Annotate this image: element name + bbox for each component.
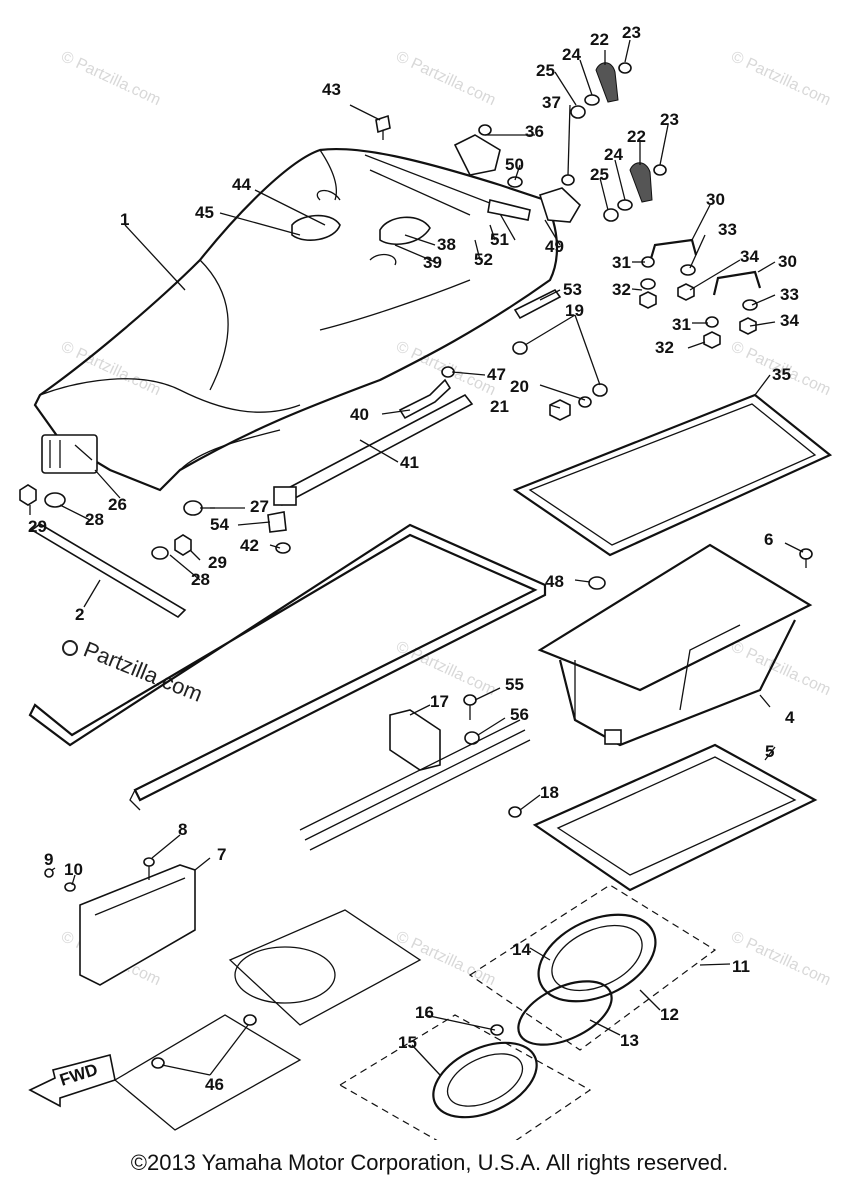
gasket-part (512, 393, 833, 557)
deck-rail-part (28, 523, 547, 811)
part-label-35: 35 (772, 365, 791, 384)
part-label-26: 26 (108, 495, 127, 514)
part-label-41: 41 (400, 453, 419, 472)
part-label-44: 44 (232, 175, 251, 194)
copyright-notice: ©2013 Yamaha Motor Corporation, U.S.A. A… (130, 1150, 729, 1175)
part-label-51: 51 (490, 230, 509, 249)
part-label-6: 6 (764, 530, 773, 549)
part-label-24a: 24 (562, 45, 581, 64)
part-label-5: 5 (765, 742, 774, 761)
watermark-text: © Partzilla.com (393, 638, 498, 699)
rod-part (30, 523, 187, 619)
part-label-17: 17 (430, 692, 449, 711)
tub-gasket-part (532, 743, 818, 892)
mount-bracket-part (299, 694, 531, 851)
part-label-32a: 32 (612, 280, 631, 299)
part-label-20: 20 (510, 377, 529, 396)
watermark-text: © Partzilla.com (58, 48, 163, 109)
part-label-16: 16 (415, 1003, 434, 1022)
part-label-28a: 28 (85, 510, 104, 529)
partzilla-watermark: Partzilla.com (80, 636, 206, 706)
part-label-34b: 34 (780, 311, 799, 330)
watermark-text: © Partzilla.com (728, 48, 833, 109)
nut-hardware (19, 484, 192, 560)
part-label-18: 18 (540, 783, 559, 802)
cover-bracket-part (44, 857, 196, 986)
part-label-49: 49 (545, 237, 564, 256)
part-label-23a: 23 (622, 23, 641, 42)
part-label-21: 21 (490, 397, 509, 416)
part-label-43: 43 (322, 80, 341, 99)
part-label-56: 56 (510, 705, 529, 724)
part-label-47: 47 (487, 365, 506, 384)
part-label-13: 13 (620, 1031, 639, 1050)
part-label-25b: 25 (590, 165, 609, 184)
part-label-55: 55 (505, 675, 524, 694)
part-label-14: 14 (512, 940, 531, 959)
part-label-29a: 29 (28, 517, 47, 536)
part-label-33b: 33 (780, 285, 799, 304)
part-label-9: 9 (44, 850, 53, 869)
part-label-27: 27 (250, 497, 269, 516)
decal-part (113, 909, 422, 1131)
part-label-15: 15 (398, 1033, 417, 1052)
part-label-24b: 24 (604, 145, 623, 164)
part-label-30b: 30 (778, 252, 797, 271)
part-label-23b: 23 (660, 110, 679, 129)
part-label-8: 8 (178, 820, 187, 839)
part-label-52: 52 (474, 250, 493, 269)
part-label-31a: 31 (612, 253, 631, 272)
hatch-cover-part (338, 884, 717, 1140)
prop-arm-part (267, 366, 474, 533)
part-label-53: 53 (563, 280, 582, 299)
bracket-part (453, 124, 582, 223)
part-label-25a: 25 (536, 61, 555, 80)
part-label-36: 36 (525, 122, 544, 141)
part-label-10: 10 (64, 860, 83, 879)
part-label-33a: 33 (718, 220, 737, 239)
part-label-4: 4 (785, 708, 795, 727)
part-label-40: 40 (350, 405, 369, 424)
watermark-text: © Partzilla.com (393, 928, 498, 989)
part-label-12: 12 (660, 1005, 679, 1024)
part-label-22b: 22 (627, 127, 646, 146)
latch-part (291, 189, 431, 266)
part-label-2: 2 (75, 605, 84, 624)
part-label-38: 38 (437, 235, 456, 254)
part-label-7: 7 (217, 845, 226, 864)
part-label-54: 54 (210, 515, 229, 534)
storage-tub-part (537, 543, 813, 747)
part-label-48: 48 (545, 572, 564, 591)
parts-diagram: © Partzilla.com © Partzilla.com © Partzi… (19, 23, 833, 1140)
part-label-32b: 32 (655, 338, 674, 357)
part-label-34a: 34 (740, 247, 759, 266)
part-label-46: 46 (205, 1075, 224, 1094)
part-label-39: 39 (423, 253, 442, 272)
part-label-45: 45 (195, 203, 214, 222)
u-bolt-part (639, 238, 762, 349)
part-label-37: 37 (542, 93, 561, 112)
fwd-arrow: FWD (28, 1054, 116, 1108)
hood-part (33, 147, 558, 492)
strip-part (512, 288, 608, 421)
part-label-31b: 31 (672, 315, 691, 334)
hook-part (570, 62, 667, 222)
hinge-part (41, 434, 98, 474)
watermark-text: © Partzilla.com (393, 48, 498, 109)
part-labels: 1 2 4 5 6 7 8 9 10 11 12 13 14 15 16 17 … (28, 23, 799, 1094)
part-label-28b: 28 (191, 570, 210, 589)
part-label-50: 50 (505, 155, 524, 174)
part-label-22a: 22 (590, 30, 609, 49)
part-label-42: 42 (240, 536, 259, 555)
part-label-30a: 30 (706, 190, 725, 209)
leader-lines (29, 39, 804, 1076)
part-label-19: 19 (565, 301, 584, 320)
part-label-1: 1 (120, 210, 129, 229)
part-label-11: 11 (732, 957, 750, 976)
part-label-29b: 29 (208, 553, 227, 572)
